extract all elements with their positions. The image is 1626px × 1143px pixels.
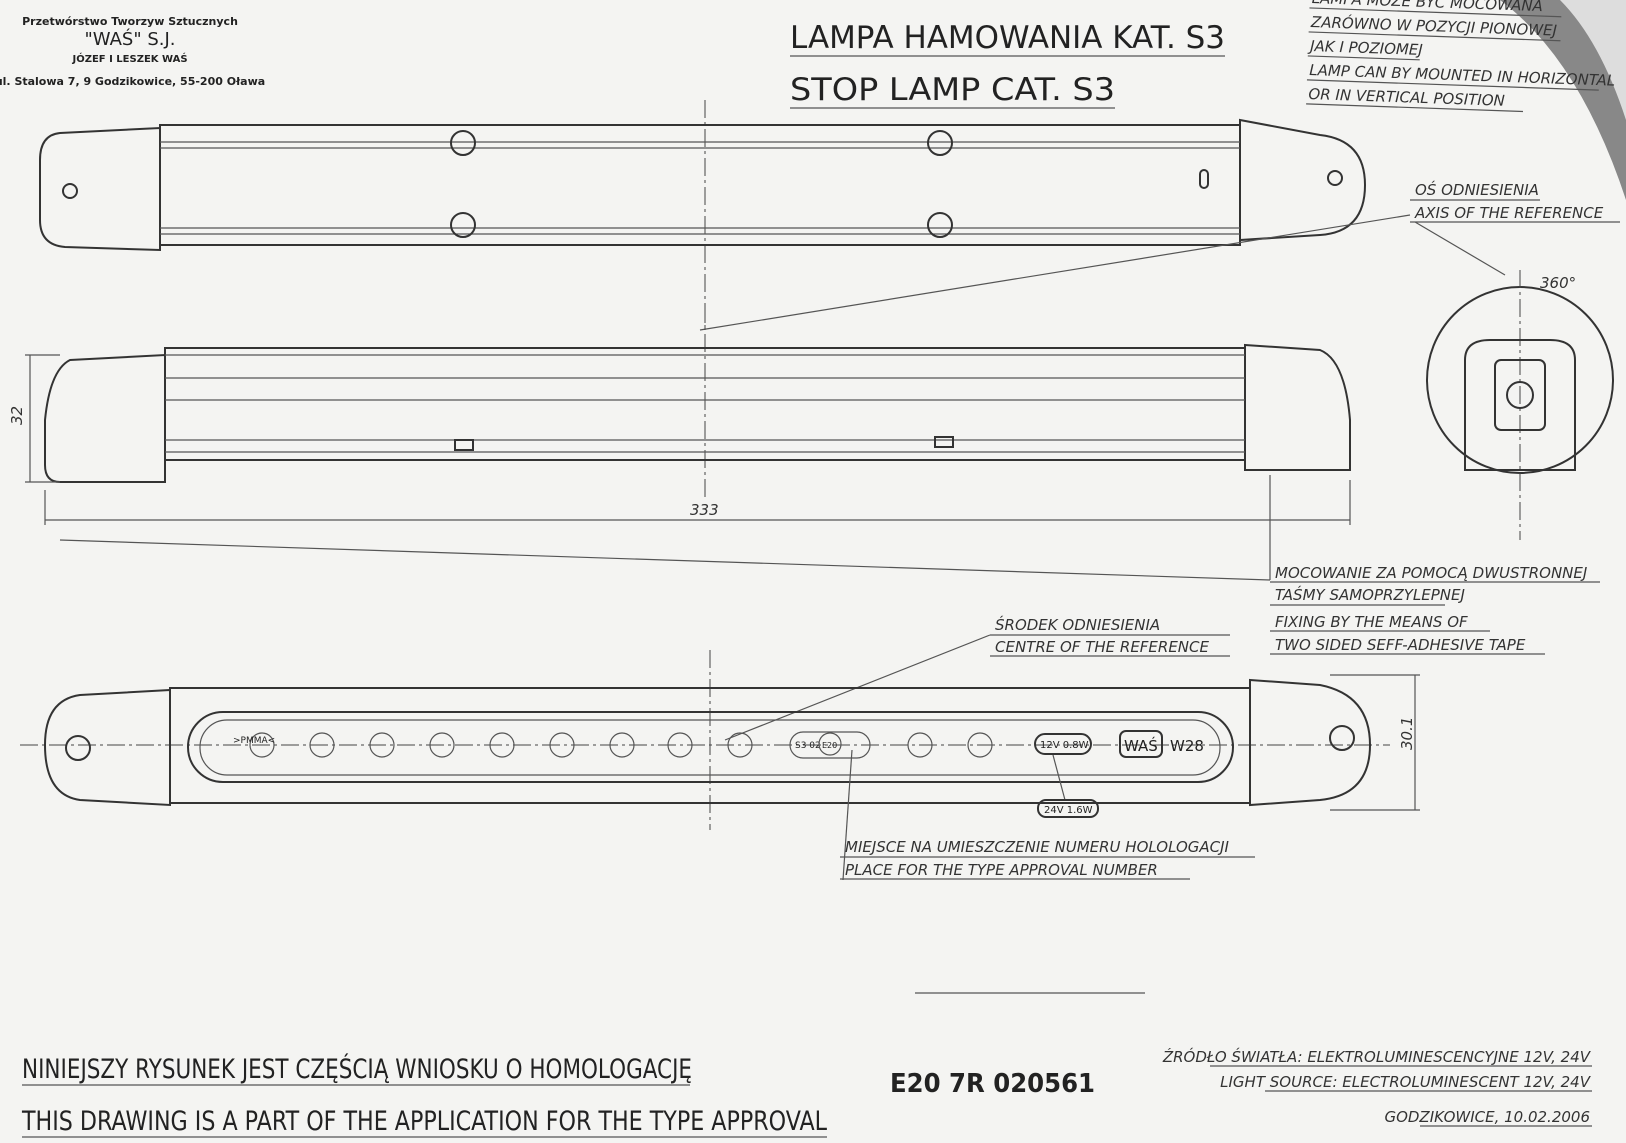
fixing-note: MOCOWANIE ZA POMOCĄ DWUSTRONNEJ TAŚMY SA…	[1270, 564, 1600, 655]
footer-en: THIS DRAWING IS A PART OF THE APPLICATIO…	[21, 1106, 827, 1137]
drawing-title: LAMPA HAMOWANIA KAT. S3 STOP LAMP CAT. S…	[790, 20, 1225, 109]
page-curl	[1500, 0, 1626, 200]
front-view: >PMMA< S3 02 E20 12V 0.8W WAŚ W28 24V 1.…	[20, 650, 1420, 881]
company-address: ul. Stalowa 7, 9 Godzikowice, 55-200 Oła…	[0, 75, 265, 88]
note-line: TWO SIDED SEFF-ADHESIVE TAPE	[1275, 636, 1526, 654]
top-view	[39, 100, 1367, 330]
led-circle	[309, 732, 335, 758]
rating-24v: 24V 1.6W	[1044, 805, 1093, 816]
note-line: MOCOWANIE ZA POMOCĄ DWUSTRONNEJ	[1275, 564, 1587, 582]
place-date: GODZIKOWICE, 10.02.2006	[1384, 1108, 1590, 1126]
material-mark: >PMMA<	[233, 736, 275, 746]
approval-place-label: MIEJSCE NA UMIESZCZENIE NUMERU HOLOLOGAC…	[840, 838, 1255, 880]
note-line: TAŚMY SAMOPRZYLEPNEJ	[1275, 585, 1465, 604]
mount-hole-icon	[62, 183, 78, 199]
led-circle	[907, 732, 933, 758]
footer-pl: NINIEJSZY RYSUNEK JEST CZĘŚCIĄ WNIOSKU O…	[22, 1053, 692, 1085]
company-name: "WAŚ" S.J.	[84, 28, 175, 50]
end-detail-view: 360°	[1426, 270, 1614, 540]
centre-ref-pl: ŚRODEK ODNIESIENIA	[995, 615, 1160, 634]
mount-hole-icon	[1329, 725, 1355, 751]
approval-place-pl: MIEJSCE NA UMIESZCZENIE NUMERU HOLOLOGAC…	[845, 838, 1230, 856]
lens-code: S3 02	[795, 741, 821, 751]
led-row	[249, 732, 993, 758]
brand-mark: WAŚ	[1124, 736, 1158, 755]
approval-number: E20 7R 020561	[890, 1069, 1095, 1099]
led-circle	[369, 732, 395, 758]
rating-12v: 12V 0.8W	[1040, 740, 1089, 751]
led-circle	[967, 732, 993, 758]
company-block: Przetwórstwo Tworzyw Sztucznych "WAŚ" S.…	[0, 15, 265, 88]
led-circle	[549, 732, 575, 758]
led-circle	[489, 732, 515, 758]
led-circle	[609, 732, 635, 758]
screw-icon	[1506, 381, 1534, 409]
angle-label: 360°	[1540, 274, 1576, 292]
e-mark: E20	[822, 741, 837, 750]
led-circle	[727, 732, 753, 758]
light-source-en: LIGHT SOURCE: ELECTROLUMINESCENT 12V, 24…	[1220, 1073, 1592, 1091]
mount-hole-icon	[65, 735, 91, 761]
note-line: JAK I POZIOMEJ	[1307, 37, 1423, 59]
side-view: 32 333	[8, 305, 1351, 581]
led-circle	[429, 732, 455, 758]
dim-height: 32	[8, 406, 26, 425]
model-mark: W28	[1170, 737, 1204, 755]
axis-reference-label: OŚ ODNIESIENIA AXIS OF THE REFERENCE	[1410, 180, 1620, 276]
mount-hole-icon	[1327, 170, 1343, 186]
led-circle	[249, 732, 275, 758]
centre-ref-en: CENTRE OF THE REFERENCE	[995, 638, 1209, 656]
note-line: FIXING BY THE MEANS OF	[1275, 613, 1468, 631]
note-line: OR IN VERTICAL POSITION	[1308, 85, 1505, 110]
approval-place-en: PLACE FOR THE TYPE APPROVAL NUMBER	[845, 861, 1158, 879]
axis-ref-en: AXIS OF THE REFERENCE	[1414, 204, 1604, 222]
dim-width: 30.1	[1398, 717, 1416, 750]
axis-ref-pl: OŚ ODNIESIENIA	[1415, 180, 1539, 199]
led-circle	[667, 732, 693, 758]
title-en: STOP LAMP CAT. S3	[790, 72, 1115, 108]
company-line1: Przetwórstwo Tworzyw Sztucznych	[22, 15, 238, 28]
title-pl: LAMPA HAMOWANIA KAT. S3	[790, 20, 1225, 56]
note-line: LAMPA MOŻE BYĆ MOCOWANA	[1312, 0, 1544, 15]
footer: NINIEJSZY RYSUNEK JEST CZĘŚCIĄ WNIOSKU O…	[21, 1047, 1592, 1138]
light-source-pl: ŹRÓDŁO ŚWIATŁA: ELEKTROLUMINESCENCYJNE 1…	[1162, 1047, 1592, 1066]
company-owners: JÓZEF I LESZEK WAŚ	[71, 52, 187, 65]
dim-length: 333	[690, 501, 719, 519]
centre-reference-label: ŚRODEK ODNIESIENIA CENTRE OF THE REFEREN…	[724, 615, 1230, 741]
